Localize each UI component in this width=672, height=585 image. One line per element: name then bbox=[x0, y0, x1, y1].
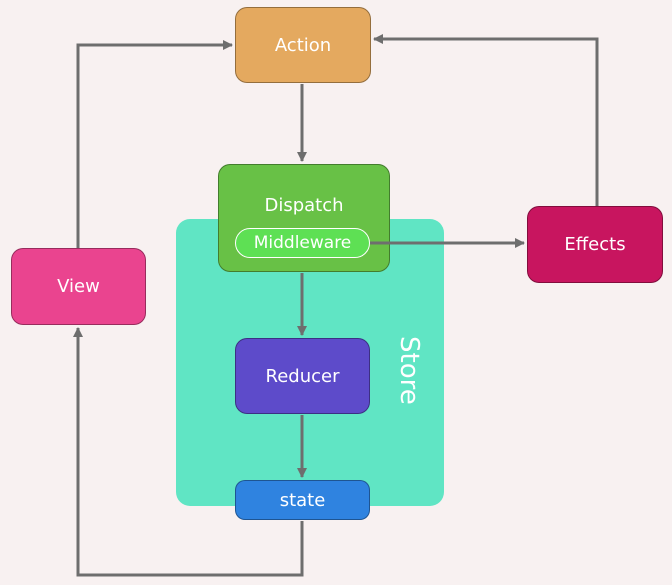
arrow-effects-to-action bbox=[373, 34, 599, 206]
action-node: Action bbox=[235, 7, 371, 83]
state-node: state bbox=[235, 480, 370, 520]
arrow-view-to-action bbox=[76, 40, 233, 248]
effects-node: Effects bbox=[527, 206, 663, 283]
view-node: View bbox=[11, 248, 146, 325]
reducer-node: Reducer bbox=[235, 338, 370, 414]
store-label: Store bbox=[394, 335, 424, 405]
dispatch-label: Dispatch bbox=[264, 195, 344, 216]
middleware-node: Middleware bbox=[235, 228, 370, 258]
